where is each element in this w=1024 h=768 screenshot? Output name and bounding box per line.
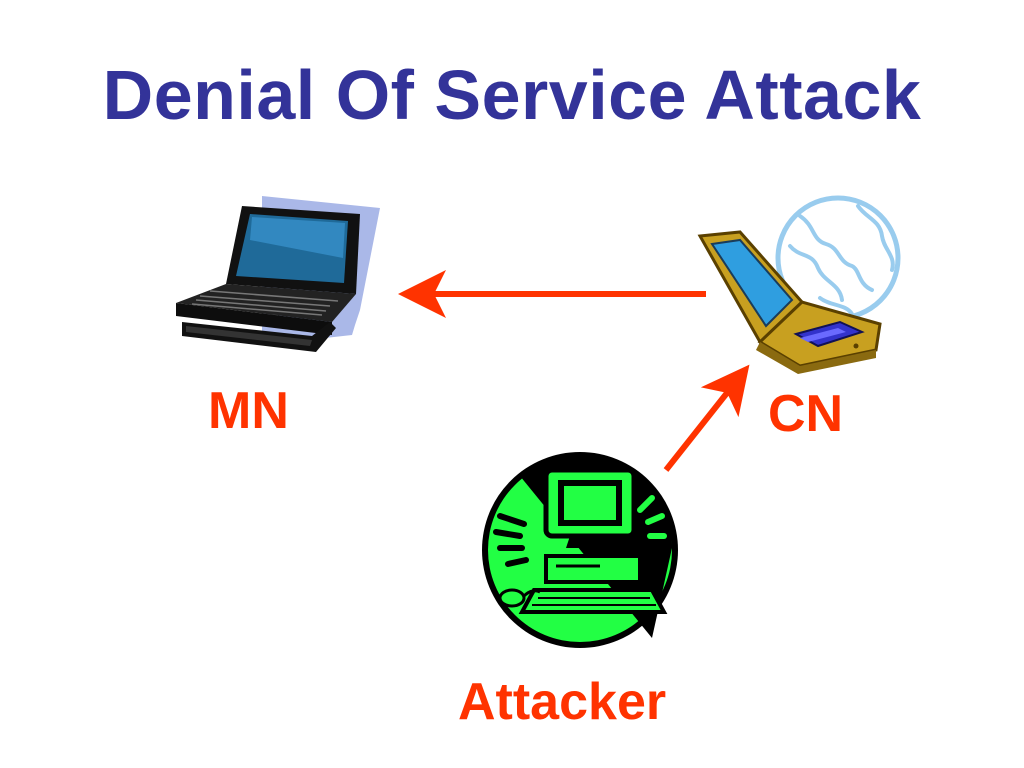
attacker-computer-icon [482, 452, 678, 648]
mn-label: MN [208, 382, 289, 440]
cn-label: CN [768, 385, 844, 443]
arrow-attacker-to-cn [663, 364, 750, 472]
mn-laptop-icon [176, 196, 380, 352]
slide-title: Denial Of Service Attack [102, 56, 922, 134]
attacker-label: Attacker [458, 673, 667, 731]
cn-laptop-globe-icon [697, 195, 901, 374]
